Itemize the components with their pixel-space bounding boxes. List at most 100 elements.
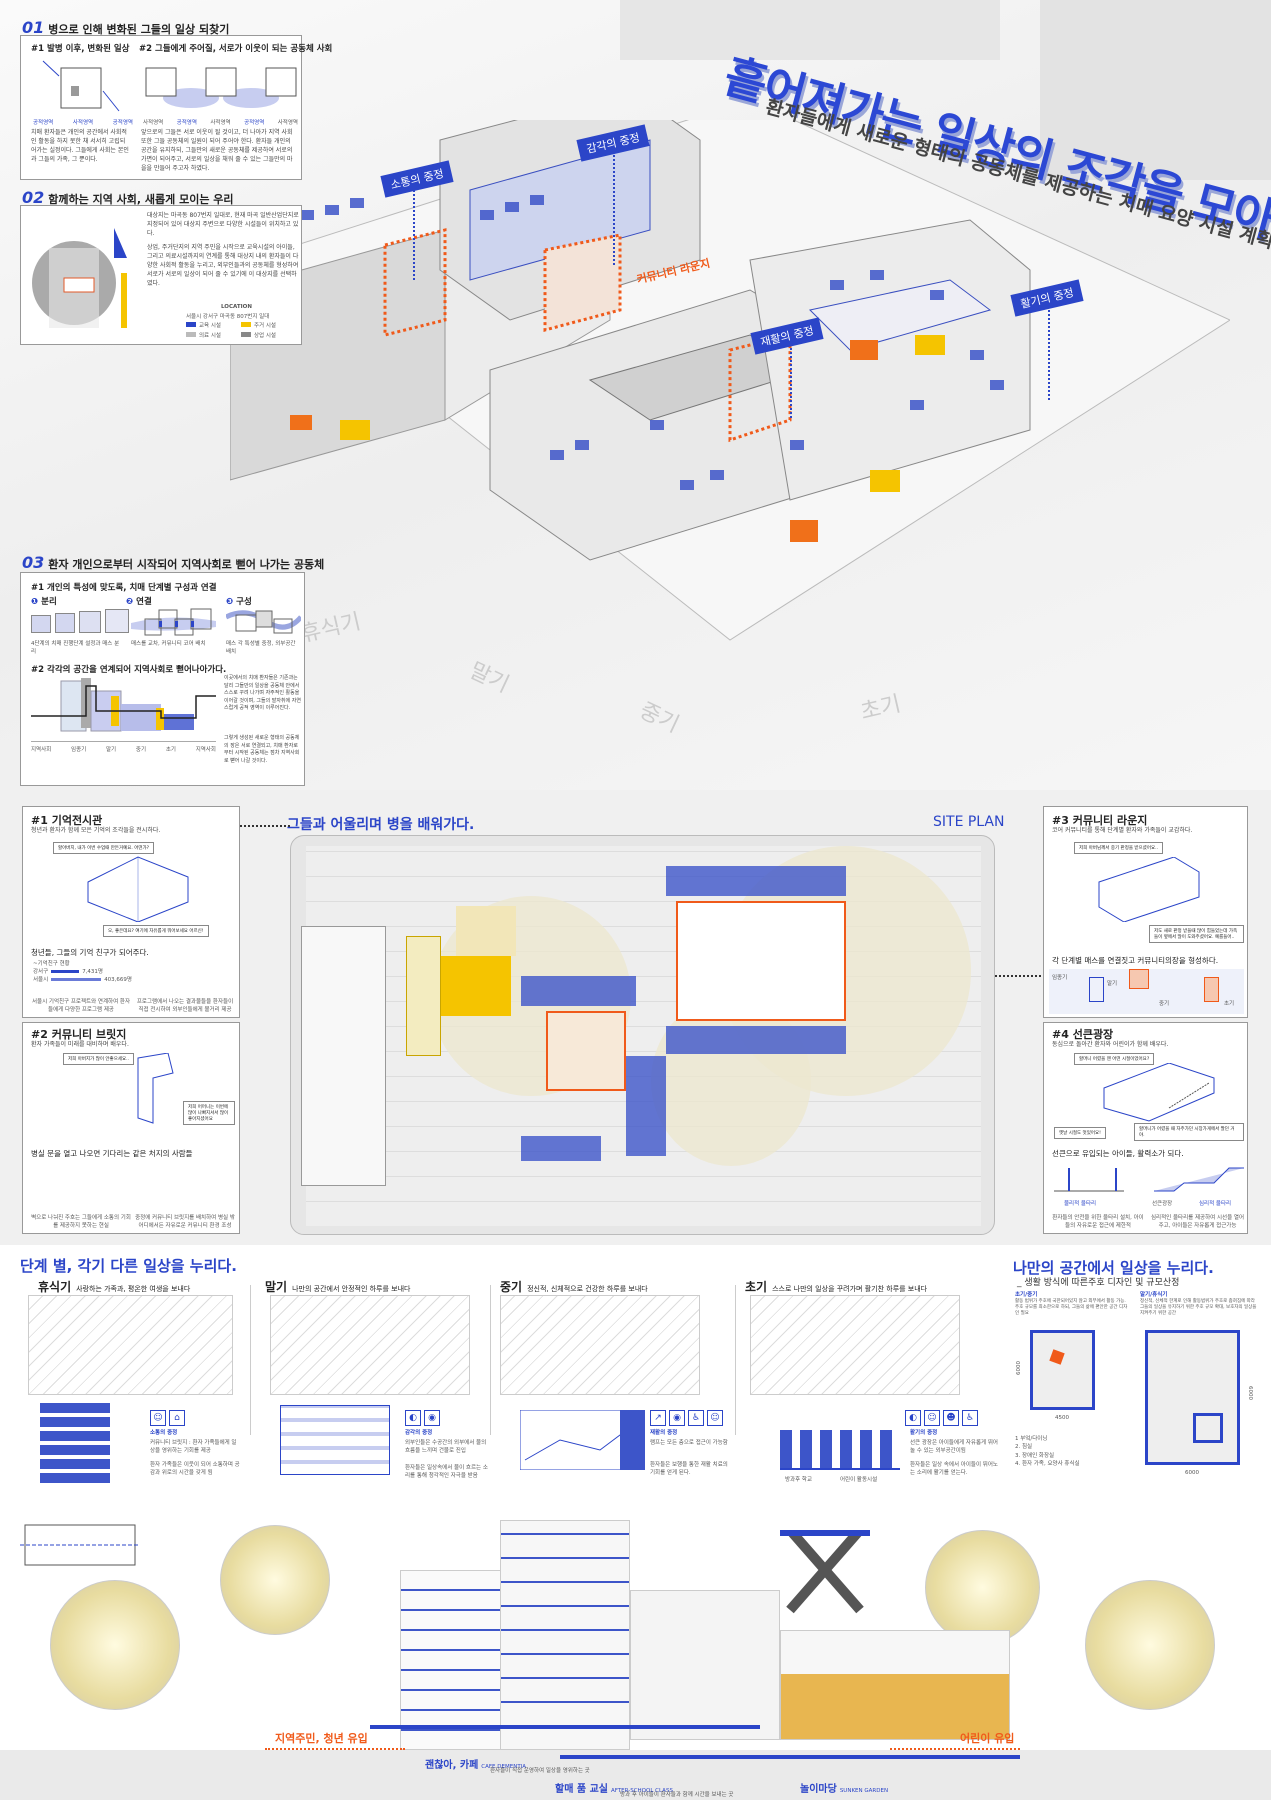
card-subtitle: 코어 커뮤니티를 통해 단계별 환자와 가족들이 교감하다. (1052, 827, 1193, 834)
plan-units (521, 976, 636, 1006)
walk-icon: ↗ (650, 1410, 666, 1426)
card-midtitle: 청년들, 그들의 기억 친구가 되어주다. (31, 948, 149, 957)
inflow-label-children: 어린이 유입 (960, 1732, 1015, 1745)
diagram-label: 물리적 울타리 (1064, 1201, 1097, 1207)
p1-text: 치매 환자들은 개인의 공간에서 사회적인 활동을 하지 못한 채 서서히 고립… (31, 129, 129, 163)
location-address: 서울시 강서구 마곡동 807번지 일대 (186, 314, 270, 320)
p1-title: #1 발병 이후, 변화된 일상 (31, 44, 130, 54)
court-name: 활기의 중정 (910, 1430, 938, 1436)
bathroom (1193, 1413, 1223, 1443)
speech-bubble: 저희 어머니는 이번에 많이 나빠지셔서 많이 좋아지셨어요 (183, 1101, 235, 1125)
card-title: #3 커뮤니티 라운지 (1052, 814, 1148, 827)
card-subtitle: 환자 가족들이 미래를 대비하며 배우다. (31, 1041, 129, 1048)
card-subtitle: 동심으로 돌아간 환자와 어린이가 함께 배우다. (1052, 1041, 1169, 1048)
stage-mid-sketch (500, 1295, 700, 1395)
tag-leader (790, 348, 792, 418)
bridge-diagram (137, 1053, 174, 1124)
card-community-bridge: #2 커뮤니티 브릿지 환자 가족들이 미래를 대비하며 배우다. 저희 아버지… (22, 1022, 240, 1234)
plan-units (521, 1136, 601, 1161)
section-02-panel: 대상지는 마곡동 807번지 일대로, 현재 마곡 일반산업단지로 지정되어 있… (20, 205, 302, 345)
plan-core (1204, 977, 1219, 1002)
plan-yellow (441, 956, 511, 1016)
composition-diagram (226, 610, 301, 634)
plan-stair (406, 936, 441, 1056)
court-name: 재활의 중정 (650, 1430, 678, 1436)
children-icon: ☻ (943, 1410, 959, 1426)
plan-tower (301, 926, 386, 1186)
speech-bubble: 할머니가 어렸을 때 자주가던 시장가게에서 팔던 거야. (1134, 1123, 1244, 1141)
court-text: 환자들은 보행을 통한 재활 치료의 기회를 얻게 된다. (650, 1462, 728, 1476)
p2-text: 앞으로의 그들은 서로 이웃이 될 것이고, 더 나아가 지역 사회 또한 그들… (141, 129, 293, 172)
speech-bubble: 저도 새로 판정 받을때 많이 힘들었는데 가족들이 옆에서 많이 도와주셨어요… (1149, 925, 1244, 943)
stage-late-icons: ◐◉ (405, 1405, 443, 1426)
plan-label: 중기 (1159, 1001, 1170, 1007)
detail-photo-circle (1085, 1580, 1215, 1710)
people-icon: ☺ (924, 1410, 940, 1426)
model-scissor-lift (780, 1530, 870, 1614)
dimension: 6000 (1247, 1386, 1253, 1400)
unit-b-text: 정신적, 신체적 한계로 인해 활동범위가 주호로 좁혀짐에 따라 그들의 일상… (1140, 1299, 1257, 1316)
court-text: 선큰 광장은 아이들에게 자유롭게 뛰어 놀 수 있는 외부공간이됨 (910, 1440, 998, 1454)
court-text: 외부인들은 수공간의 외부에서 물의 흐름을 느끼며 건물로 진입 (405, 1440, 487, 1454)
card-subtitle: 청년과 환자가 함께 모은 기억의 조각들을 전시하다. (31, 827, 161, 834)
court-name: 소통의 중정 (150, 1430, 178, 1436)
p2-text-1: 이곳에서의 치매 환자들은 기존과는 달리 그들만의 일상을 공동체 안에서 스… (224, 675, 301, 711)
stage-late-section (280, 1405, 390, 1475)
plan-block (456, 906, 516, 956)
step-caption: 매스를 교차, 커뮤니티 코어 배치 (131, 641, 206, 647)
stage-early-sketch (750, 1295, 960, 1395)
detail-photo-circle (220, 1525, 330, 1635)
community-icon: ⌂ (169, 1410, 185, 1426)
lounge-highlight (383, 228, 447, 337)
unit-b-plan (1145, 1330, 1240, 1465)
card-sunken-plaza: #4 선큰광장 동심으로 돌아간 환자와 어린이가 함께 배우다. 할머니 어렸… (1043, 1022, 1248, 1234)
plan-core (1129, 969, 1149, 989)
p2-title: #2 각각의 공간을 연계되어 지역사회로 뻗어나아가다. (31, 665, 227, 675)
stage-early-icons: ◐☺☻♿ (905, 1405, 981, 1426)
lounge-diagram (1098, 857, 1200, 922)
court-name: 감각의 중정 (405, 1430, 433, 1436)
step-diagrams: ❶ 분리 4단계의 치매 진행단계 설정과 매스 분리 ❷ 연결 매스를 교차,… (31, 595, 301, 657)
divider (735, 1285, 736, 1435)
plan-label: 임종기 (1052, 975, 1068, 981)
gallery-diagram (87, 856, 189, 922)
card-caption: 프로그램에서 나오는 결과물들을 환자들이 직접 전시하여 외부인들에게 볼거리… (136, 999, 234, 1013)
step-caption: 4단계의 치매 진행단계 설정과 매스 분리 (31, 641, 120, 655)
stage-mid-icons: ↗◉♿☺ (650, 1405, 726, 1426)
unit-a-plan (1030, 1330, 1095, 1410)
isolated-room-diagram (42, 60, 120, 112)
p2-text-2: 그렇게 생성된 새로운 형태의 공동체의 장은 서로 연결되고, 치매 환자로 … (224, 735, 300, 764)
site-text-2: 상업, 주거단지의 지역 주민을 시작으로 교육시설의 아이들, 그리고 의료시… (147, 244, 299, 287)
ear-icon: ◐ (905, 1410, 921, 1426)
section-label: 방과후 학교 (785, 1477, 813, 1483)
speech-bubble: 오, 좋은데요? 여기에 자유롭게 뭐어보세요 어르신! (103, 925, 209, 937)
site-plan-section: 그들과 어울리며 병을 배워가다. SITE PLAN #1 기억전시관 청년과… (0, 790, 1271, 1245)
court-text: 램프는 모든 층으로 접근이 가능함 (650, 1440, 728, 1446)
community-diagram (145, 67, 297, 108)
context-building (1040, 0, 1271, 180)
lounge-plan: 임종기 말기 중기 초기 (1049, 969, 1244, 1014)
court-text: 환자들은 일상속에서 물이 흐르는 소리를 통해 청각적인 자극을 받음 (405, 1465, 488, 1479)
p2-title: #2 그들에게 주어질, 서로가 이웃이 되는 공동체 사회 (139, 44, 333, 54)
axonometric-building (230, 120, 1230, 641)
plan-court (676, 901, 846, 1021)
divider (490, 1285, 491, 1435)
speech-bubble: 할아버지, 내가 이번 수업때 만든거예요. 어떤가? (53, 842, 155, 854)
court-text: 환자 가족들은 이웃이 되어 소통하며 공감과 위로의 시간을 갖게 됨 (150, 1462, 240, 1476)
card-midtitle: 선큰으로 유입되는 아이들, 활력소가 되다. (1052, 1149, 1184, 1158)
speech-bubble: 할머니 어렸을 땐 어떤 시절이었어요? (1074, 1053, 1155, 1065)
card-title: #1 기억전시관 (31, 814, 103, 827)
